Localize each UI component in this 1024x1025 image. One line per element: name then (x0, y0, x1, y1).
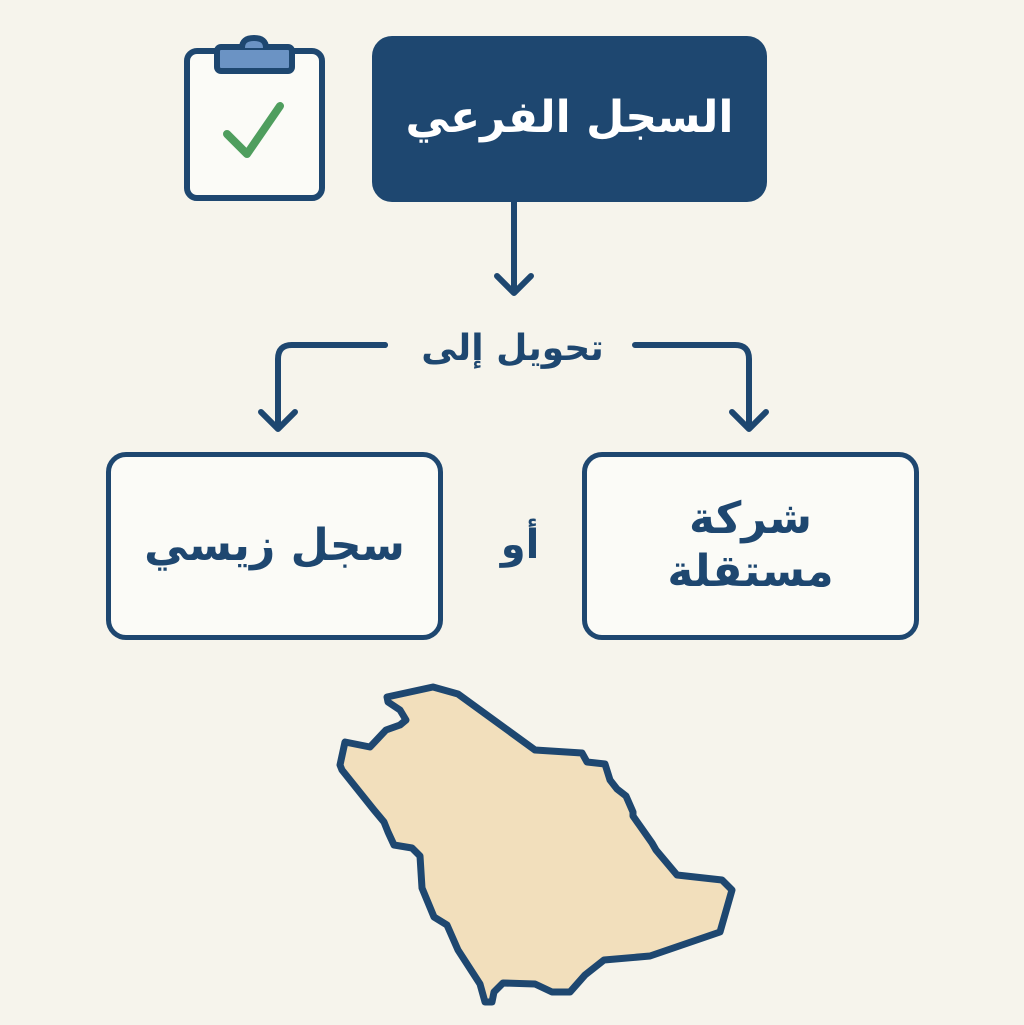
source-node-sub-register: السجل الفرعي (372, 36, 767, 202)
independent-company-line-1: شركة (689, 493, 812, 545)
source-node-label: السجل الفرعي (405, 91, 734, 143)
main-register-label: سجل زيسي (144, 519, 405, 571)
target-node-main-register: سجل زيسي (106, 452, 443, 640)
convert-to-label: تحويل إلى (421, 327, 604, 369)
or-separator-label: أو (500, 522, 540, 568)
clipboard-check-icon (184, 34, 325, 201)
saudi-arabia-map-icon (336, 683, 736, 1006)
target-node-independent-company: شركة مستقلة (582, 452, 919, 640)
independent-company-line-2: مستقلة (667, 546, 834, 597)
